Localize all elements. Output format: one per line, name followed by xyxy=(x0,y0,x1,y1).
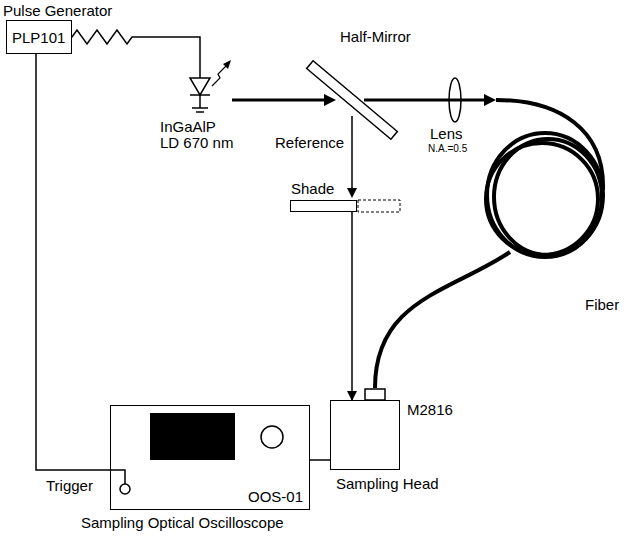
device-caption: Sampling Optical Oscilloscope xyxy=(81,514,284,531)
scope-knob xyxy=(261,426,283,448)
part-label: Half-Mirror xyxy=(340,28,411,45)
beam-arrow xyxy=(232,99,326,102)
fiber-coil xyxy=(486,143,598,255)
beam-arrow-head xyxy=(484,94,496,106)
fiber-connector xyxy=(365,389,385,400)
beam-arrow xyxy=(364,99,486,102)
laser-diode-symbol xyxy=(190,78,210,95)
lens xyxy=(449,78,461,122)
ground-symbol xyxy=(196,111,204,113)
part-label: Fiber xyxy=(585,296,619,313)
trigger-jack xyxy=(120,484,130,494)
port-label: Trigger xyxy=(46,477,93,494)
device-model: PLP101 xyxy=(12,29,65,46)
signal-wire xyxy=(310,459,330,461)
beam-arrow xyxy=(449,99,461,102)
beam-label: Reference xyxy=(275,134,344,151)
part-label: LD 670 nm xyxy=(160,134,233,151)
part-label: InGaAlP xyxy=(160,118,216,135)
sampling-head-box: M2816Sampling Head xyxy=(330,400,400,470)
fiber-coil xyxy=(494,139,602,255)
beam-arrow-head xyxy=(324,94,336,106)
shade-dashed-position xyxy=(358,200,400,212)
reference-arrow xyxy=(351,212,353,400)
device-heading: Pulse Generator xyxy=(3,2,112,19)
fiber xyxy=(375,252,510,388)
shade-label: Shade xyxy=(291,180,334,197)
signal-wire xyxy=(36,54,110,470)
ground-symbol xyxy=(192,107,208,109)
oscilloscope-box: TriggerOOS-01Sampling Optical Oscillosco… xyxy=(110,405,310,510)
device-caption: Sampling Head xyxy=(336,475,439,492)
emission-arrow xyxy=(212,64,228,86)
device-model: M2816 xyxy=(407,401,453,418)
pulse-generator-box: Pulse GeneratorPLP101 xyxy=(6,20,72,54)
resistor-symbol xyxy=(62,30,200,78)
shade-plate: Shade xyxy=(290,200,357,212)
spec-label: N.A.=0.5 xyxy=(428,143,467,155)
fiber-coil xyxy=(487,133,603,257)
trigger-wire xyxy=(110,470,125,484)
part-label: Lens xyxy=(430,125,463,142)
ground-wire xyxy=(199,95,201,108)
emission-arrow-head xyxy=(223,60,231,69)
reference-arrow-head xyxy=(347,188,357,198)
device-model: OOS-01 xyxy=(248,488,303,505)
reference-arrow xyxy=(351,116,353,190)
scope-screen xyxy=(150,413,235,460)
